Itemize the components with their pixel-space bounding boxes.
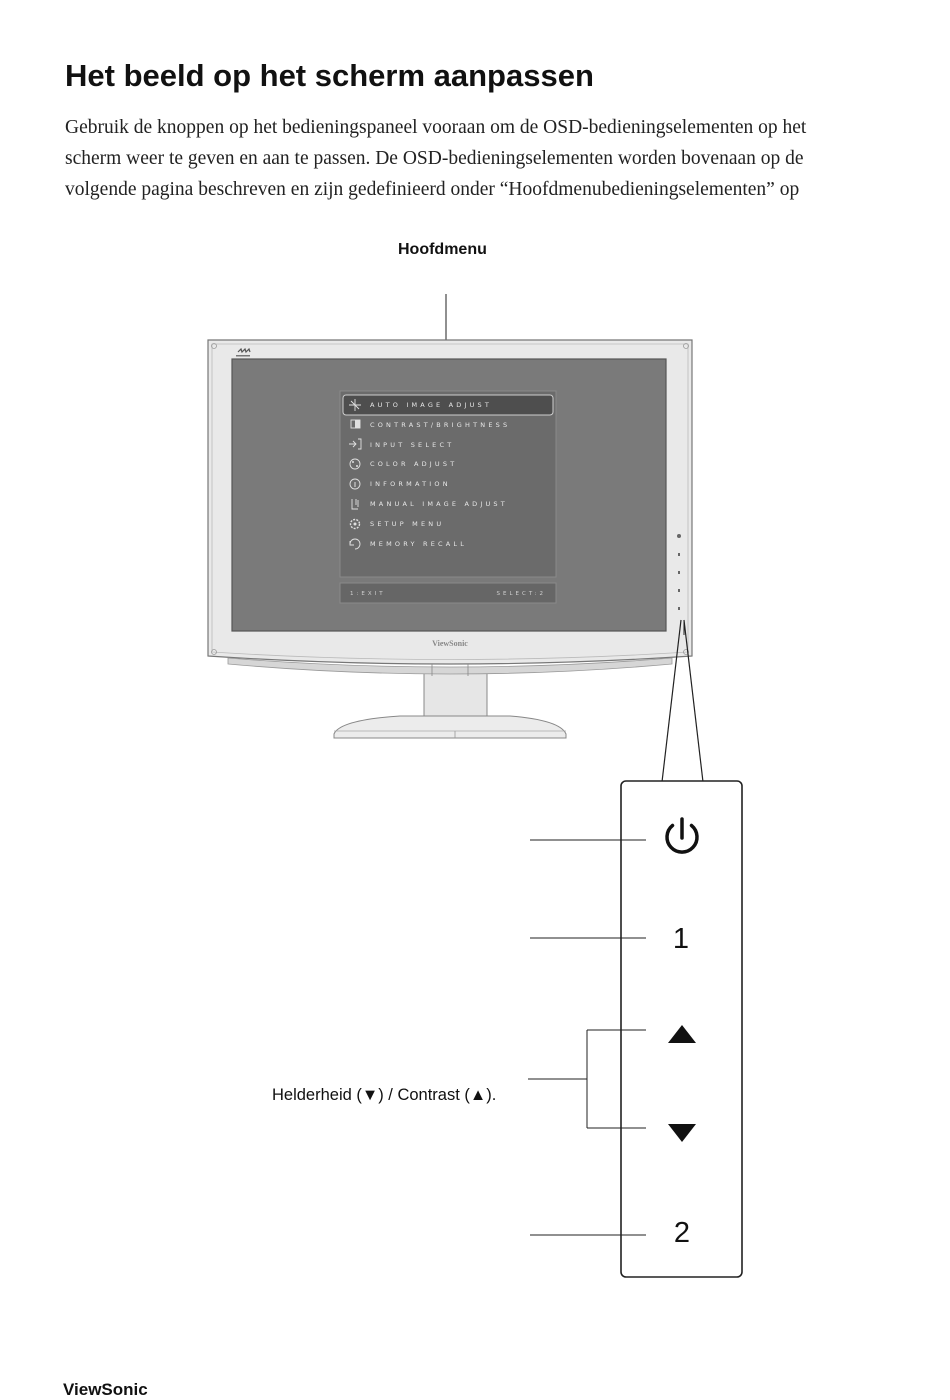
osd-selected-row xyxy=(342,394,554,416)
osd-item: CONTRAST/BRIGHTNESS xyxy=(370,421,510,429)
down-button-triangle-down-icon[interactable] xyxy=(668,1124,696,1142)
osd-icon-manual-adjust xyxy=(351,499,359,510)
osd-footer-exit: 1:EXIT xyxy=(350,591,386,597)
osd-icon-color xyxy=(349,458,361,470)
osd-item: MANUAL IMAGE ADJUST xyxy=(370,500,508,508)
osd-item: MEMORY RECALL xyxy=(370,540,467,548)
intro-paragraph: Gebruik de knoppen op het bedieningspane… xyxy=(65,112,885,205)
bezel-brand: ViewSonic xyxy=(432,639,468,648)
monitor-stand xyxy=(333,667,567,739)
bezel-side-buttons xyxy=(677,534,681,610)
button-2[interactable]: 2 xyxy=(674,1217,690,1249)
zoom-line-left xyxy=(661,619,682,783)
osd-item: INFORMATION xyxy=(370,480,451,488)
paragraph-line: scherm weer te geven en aan te passen. D… xyxy=(65,148,804,169)
osd-footer-select: SELECT:2 xyxy=(497,591,546,597)
osd-item: COLOR ADJUST xyxy=(370,460,457,468)
viewsonic-birds-logo xyxy=(236,347,251,357)
up-button-triangle-up-icon[interactable] xyxy=(668,1025,696,1043)
osd-icon-memory-recall xyxy=(349,538,361,550)
osd-item: INPUT SELECT xyxy=(370,441,454,449)
osd-icon-information xyxy=(349,478,361,490)
osd-icon-contrast xyxy=(350,419,361,429)
zoom-line-right xyxy=(683,619,704,783)
page-title: Het beeld op het scherm aanpassen xyxy=(65,58,594,93)
osd-item: AUTO IMAGE ADJUST xyxy=(370,401,492,409)
button-1[interactable]: 1 xyxy=(673,923,689,955)
osd-icon-setup xyxy=(349,518,361,530)
main-menu-label: Hoofdmenu xyxy=(398,241,487,258)
osd-icon-input xyxy=(349,438,362,450)
footer-brand: ViewSonic xyxy=(63,1380,148,1399)
paragraph-line: volgende pagina beschreven en zijn gedef… xyxy=(65,179,800,200)
osd-menu: AUTO IMAGE ADJUST CONTRAST/BRIGHTNESS IN… xyxy=(339,390,557,604)
callout-lines xyxy=(528,839,646,1236)
osd-footer-bar xyxy=(339,582,557,604)
osd-icon-auto-adjust xyxy=(349,399,361,411)
power-button[interactable] xyxy=(665,817,699,854)
brightness-contrast-label: Helderheid (▼) / Contrast (▲). xyxy=(272,1086,497,1104)
paragraph-line: Gebruik de knoppen op het bedieningspane… xyxy=(65,117,807,138)
osd-item: SETUP MENU xyxy=(370,520,444,528)
power-icon xyxy=(665,817,699,854)
